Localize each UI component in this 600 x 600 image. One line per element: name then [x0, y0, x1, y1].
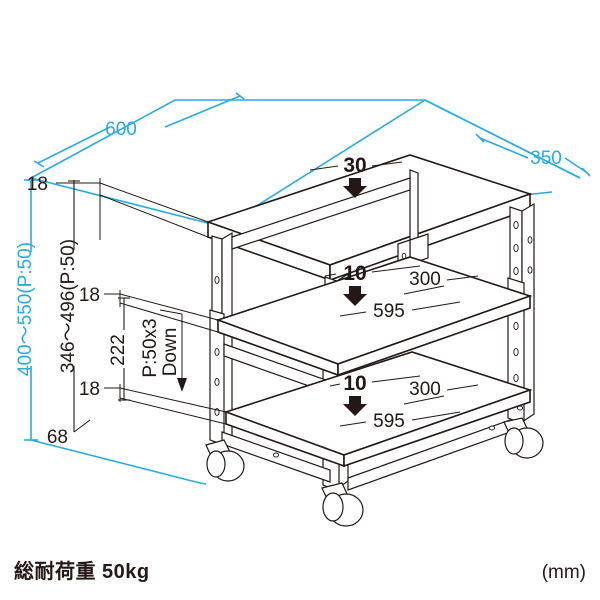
leader-595-low-a	[339, 421, 367, 427]
dim-label-350: 350	[530, 148, 562, 169]
dim-label-18-mid: 18	[79, 285, 100, 306]
base-rail-hole-left	[272, 452, 280, 458]
base-rail-hole-right	[488, 425, 496, 431]
leader-18-top-diag2	[99, 194, 209, 238]
post-hole-br-5	[513, 321, 519, 331]
leader-68	[73, 419, 91, 433]
dim-label-600: 600	[105, 119, 137, 140]
post-hole-br-2	[513, 243, 519, 253]
caster-br-wheel-side	[504, 427, 524, 455]
middle-shelf-under-line	[217, 331, 339, 376]
pitch-arrow-head-icon	[177, 378, 187, 392]
post-hole-br-side-1	[527, 236, 533, 244]
dim-label-30: 30	[343, 154, 366, 177]
blue-600-tick-right	[235, 92, 245, 100]
blue-350-dim-right	[564, 157, 587, 173]
dim-label-height-range: 400～550(P:50)	[15, 242, 36, 376]
post-hole-fl-2	[214, 348, 220, 356]
leader-18-mid-diag	[119, 293, 219, 321]
leader-300-low-a	[446, 384, 479, 391]
leader-595-mid-a	[339, 311, 367, 317]
dim-label-inner-height: 346～496(P:50)	[58, 239, 79, 373]
blue-600-extension-a	[30, 177, 224, 228]
leader-300-mid-b	[403, 285, 445, 295]
down-arrow-10-low-icon	[343, 396, 367, 416]
total-load-capacity-note: 総耐荷重 50kg	[14, 561, 150, 583]
dim-label-595-low: 595	[373, 411, 405, 432]
caster-front-left	[205, 439, 245, 482]
leader-18-low-diag2	[119, 397, 227, 425]
bottom-shelf-back-line	[343, 389, 531, 456]
leader-595-mid-b	[411, 301, 461, 311]
blue-600-tick-left	[33, 160, 45, 168]
dim-label-18-top: 18	[27, 174, 48, 195]
black-dimension-annotations: 346～496(P:50) 18 18 18 68 222 P:50x3 Dow…	[27, 154, 479, 448]
middle-shelf-right-edge	[337, 294, 531, 377]
leader-18-mid-diag2	[119, 302, 219, 333]
dim-label-68: 68	[47, 427, 68, 448]
upper-rear-rail	[231, 177, 411, 250]
pitch-leader-top	[159, 309, 183, 315]
post-hole-br-1	[513, 220, 519, 230]
base-rail-hole-right2	[516, 405, 524, 411]
blue-350-tick-right	[581, 167, 591, 177]
leader-10-low-left	[329, 383, 341, 387]
caster-front-right	[321, 482, 364, 527]
down-arrow-10-mid-icon	[343, 286, 367, 306]
leader-10-mid-right	[371, 265, 421, 273]
post-hole-fl-3	[214, 378, 220, 386]
down-arrow-30-icon	[343, 178, 367, 198]
leader-10-mid-left	[324, 273, 337, 277]
leader-300-low-b	[403, 395, 445, 405]
caster-fl-wheel-side	[206, 450, 226, 478]
post-hole-br-7	[513, 373, 519, 383]
blue-ground-line-right	[199, 482, 207, 485]
cart-illustration	[205, 154, 544, 527]
dim-label-10-mid: 10	[343, 262, 366, 285]
label-pitch-down: Down	[160, 328, 181, 377]
blue-350-tick-left	[475, 133, 485, 143]
leader-18-low-diag	[119, 387, 227, 413]
leader-595-low-b	[411, 411, 461, 421]
post-hole-br-3	[513, 266, 519, 276]
leader-10-low-right	[371, 375, 421, 383]
drawing-footer: 総耐荷重 50kg (mm)	[0, 530, 600, 600]
blue-350-dim-left	[479, 137, 529, 159]
dim-label-300-low: 300	[409, 379, 441, 400]
leader-300-mid-a	[446, 275, 479, 281]
leader-18-top-diag	[99, 182, 209, 223]
post-hole-br-side-2	[527, 266, 533, 274]
leader-30-right	[371, 161, 403, 167]
leader-30-left	[309, 165, 339, 171]
blue-350-diagonal	[424, 99, 581, 179]
dim-label-595-mid: 595	[373, 301, 405, 322]
dim-label-300-mid: 300	[409, 269, 441, 290]
dim-label-18-low: 18	[79, 379, 100, 400]
dim-label-10-low: 10	[343, 372, 366, 395]
blue-ground-line-left	[30, 439, 201, 484]
caster-fr-wheel-side	[322, 492, 344, 522]
label-pitch-p50x3: P:50x3	[140, 318, 161, 377]
dim-label-222: 222	[108, 334, 129, 366]
blue-600-dim-left	[37, 126, 111, 164]
post-hole-fl-1	[214, 276, 220, 284]
caster-back-right	[503, 417, 544, 459]
blue-600-dim-right	[164, 95, 241, 128]
unit-note: (mm)	[541, 562, 586, 583]
post-hole-br-6	[513, 347, 519, 357]
